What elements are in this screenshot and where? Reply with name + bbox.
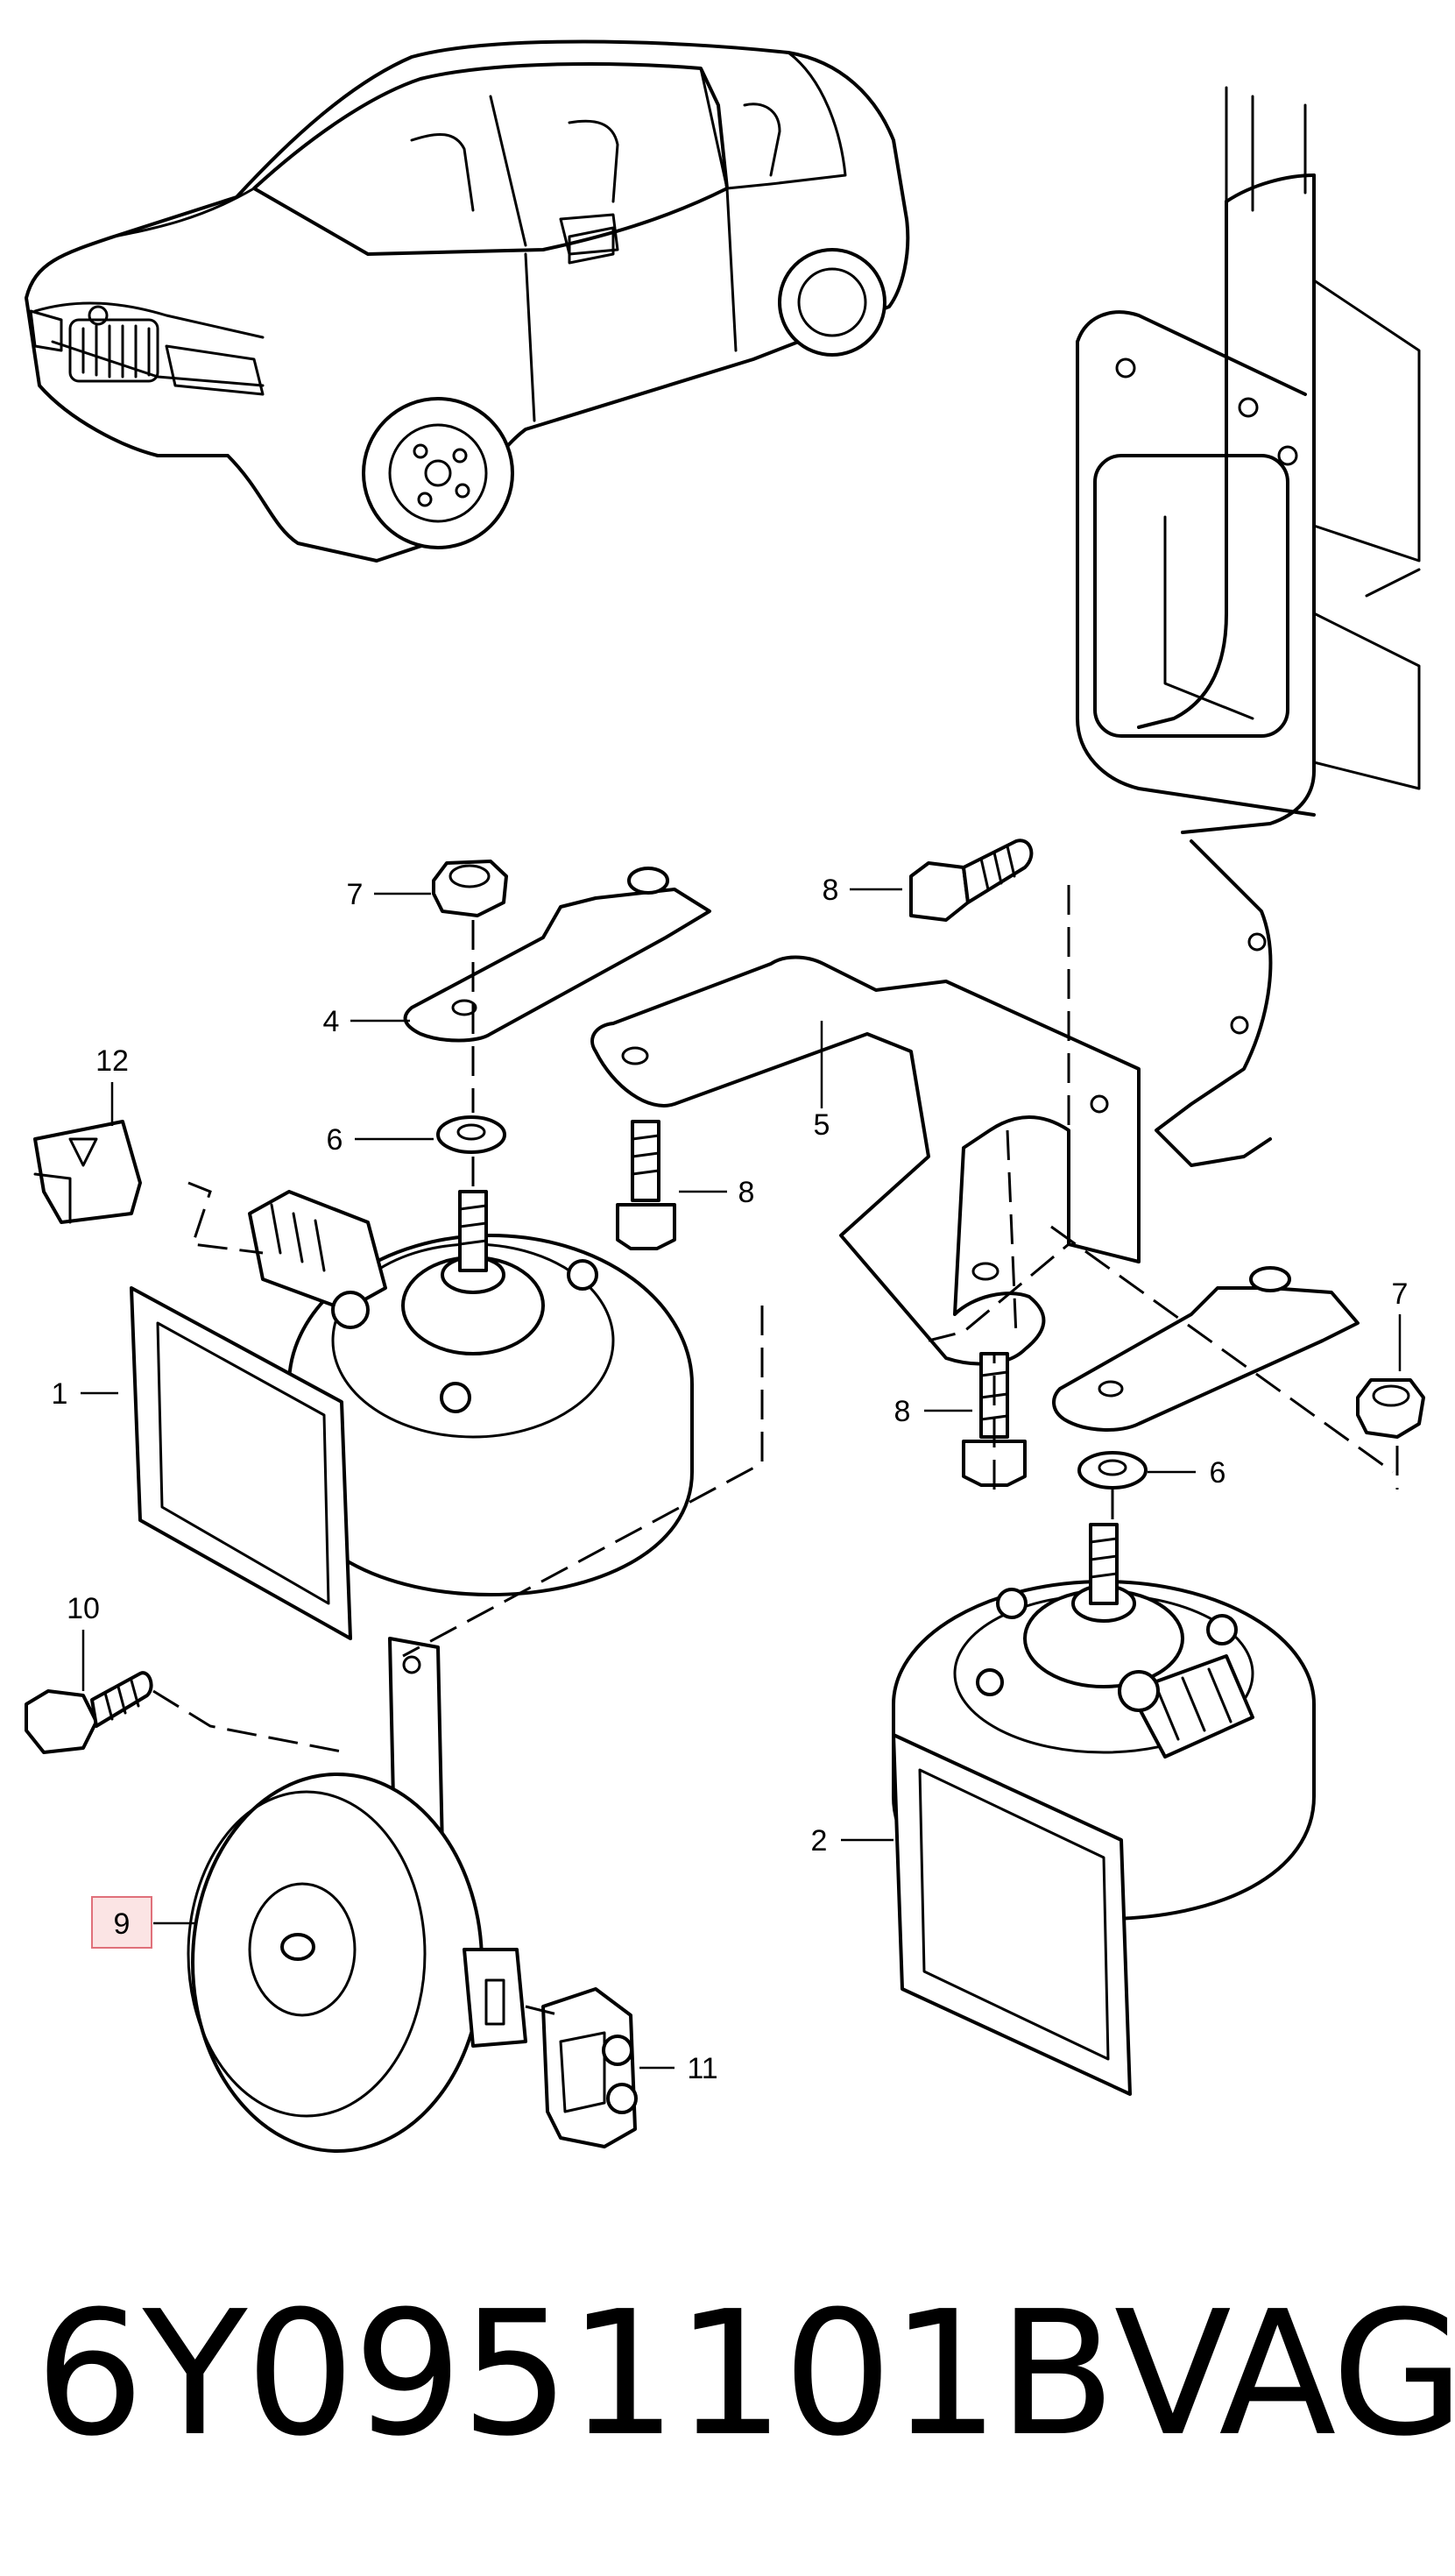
- body-mounting-frame: [1076, 86, 1421, 1167]
- callout-11: 11: [687, 2052, 717, 2085]
- callout-9-highlight-box: [91, 1896, 152, 1949]
- callout-7-upper: 7: [347, 878, 364, 911]
- horn-connector-lower: [541, 1987, 638, 2148]
- callout-6-upper: 6: [327, 1123, 343, 1157]
- horn-high-tone: [130, 1190, 694, 1640]
- flange-bolt-top: [909, 839, 1034, 922]
- horn-connector-upper: [33, 1120, 142, 1224]
- callout-4: 4: [323, 1005, 340, 1038]
- assembly-guide-lines: [152, 885, 1399, 2017]
- horn-bracket: [590, 955, 1141, 1366]
- callout-8-middle: 8: [738, 1176, 755, 1209]
- serrated-washer-upper: [436, 1115, 506, 1154]
- callout-10: 10: [67, 1592, 100, 1625]
- horn-strap-right: [1052, 1266, 1360, 1432]
- serrated-washer-right: [1077, 1451, 1148, 1490]
- callout-2: 2: [811, 1824, 828, 1858]
- brand-name: VAG: [1113, 2275, 1455, 2474]
- callout-9: 9: [114, 1907, 131, 1941]
- part-number-caption: 6Y0951101B VAG: [35, 2269, 1455, 2480]
- callout-leader-lines: [81, 888, 1402, 2070]
- flange-bolt-middle: [616, 1120, 676, 1250]
- hex-nut-upper: [432, 860, 508, 917]
- callout-6-lower: 6: [1210, 1456, 1226, 1490]
- vehicle-illustration: [25, 39, 910, 563]
- callout-5: 5: [814, 1108, 830, 1142]
- callout-12: 12: [95, 1044, 129, 1078]
- part-number: 6Y0951101B: [35, 2275, 1116, 2474]
- horn-low-tone: [892, 1523, 1316, 2096]
- hex-nut-right: [1356, 1378, 1425, 1439]
- callout-1: 1: [52, 1377, 68, 1411]
- callout-8-top: 8: [823, 874, 839, 907]
- callout-7-right: 7: [1392, 1277, 1409, 1311]
- callout-8-lower: 8: [894, 1395, 911, 1428]
- callout-labels: 1 2 4 5 6 6 7 7 8 8 8 9 10 11 12: [52, 874, 1409, 2085]
- horn-disc-replacement: [187, 1637, 527, 2153]
- flange-bolt-horn-disc: [25, 1671, 153, 1754]
